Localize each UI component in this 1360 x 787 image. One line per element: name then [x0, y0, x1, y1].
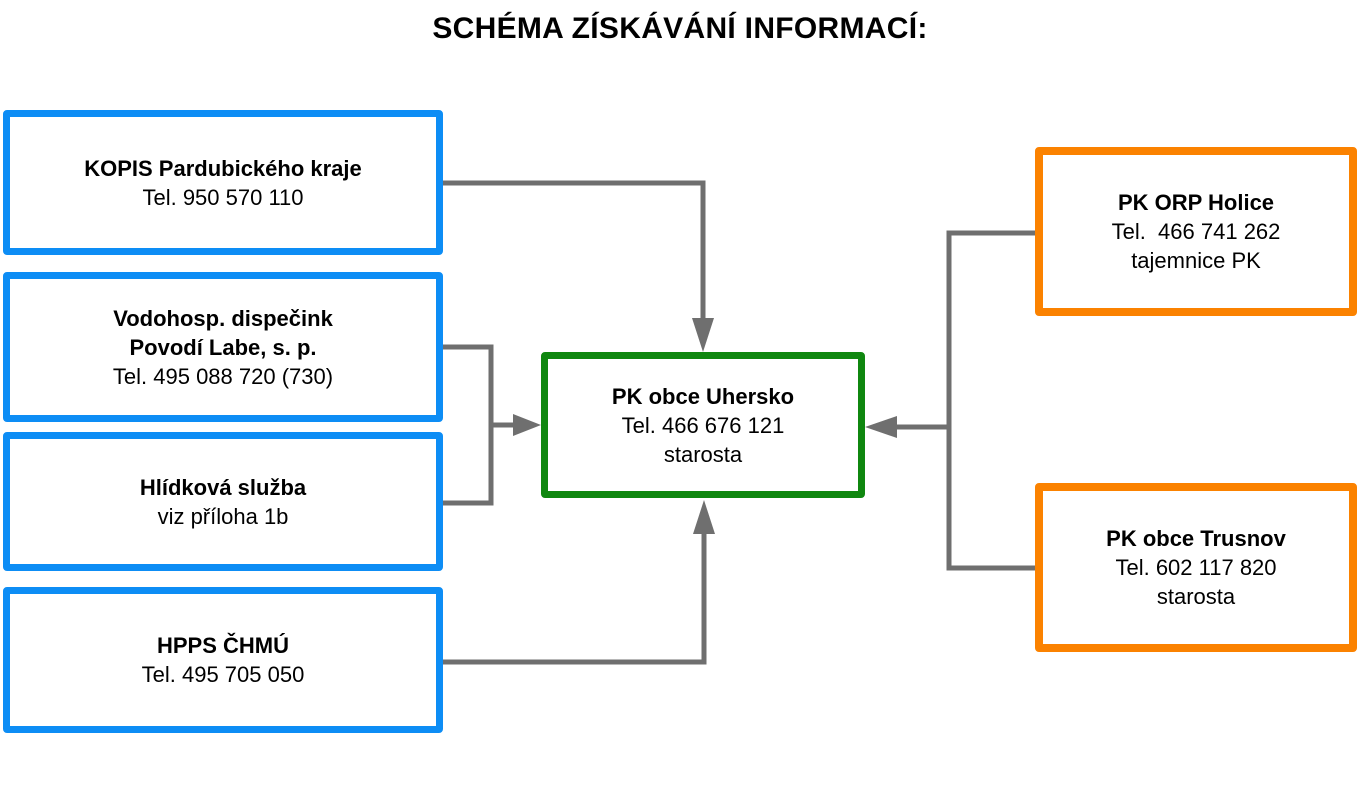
node-trusnov-tel: Tel. 602 117 820 — [1115, 555, 1277, 580]
node-holice-role: tajemnice PK — [1131, 248, 1261, 273]
node-trusnov: PK obce Trusnov Tel. 602 117 820 starost… — [1035, 483, 1357, 652]
arrowhead-up-icon — [693, 500, 715, 534]
node-hlidkova-note: viz příloha 1b — [157, 503, 289, 529]
arrowhead-down-icon — [692, 318, 714, 352]
diagram-title: SCHÉMA ZÍSKÁVÁNÍ INFORMACÍ: — [432, 12, 928, 45]
node-kopis-tel: Tel. 950 570 110 — [142, 184, 304, 210]
connector-holice-trusnov-to-uhersko — [865, 230, 1035, 571]
node-hlidkova-title: Hlídková služba — [139, 474, 307, 500]
node-uhersko: PK obce Uhersko Tel. 466 676 121 starost… — [541, 352, 865, 498]
node-trusnov-title: PK obce Trusnov — [1106, 526, 1286, 551]
node-hpps-tel: Tel. 495 705 050 — [141, 662, 305, 687]
arrowhead-left-icon — [865, 416, 897, 438]
connector-kopis-to-uhersko — [443, 180, 714, 352]
node-hpps: HPPS ČHMÚ Tel. 495 705 050 — [3, 587, 443, 733]
node-vodohosp-title: Vodohosp. dispečink — [113, 305, 333, 331]
node-holice-title: PK ORP Holice — [1117, 190, 1275, 215]
node-holice-tel: Tel. 466 741 262 — [1111, 219, 1281, 244]
node-hlidkova: Hlídková služba viz příloha 1b — [3, 432, 443, 571]
node-vodohosp-title2: Povodí Labe, s. p. — [129, 334, 317, 360]
node-uhersko-title: PK obce Uhersko — [611, 383, 795, 409]
connector-hpps-to-uhersko — [443, 500, 715, 665]
arrowhead-right-icon — [513, 414, 541, 436]
node-vodohosp-tel: Tel. 495 088 720 (730) — [112, 363, 334, 389]
node-holice: PK ORP Holice Tel. 466 741 262 tajemnice… — [1035, 147, 1357, 316]
node-hpps-title: HPPS ČHMÚ — [156, 633, 289, 658]
node-kopis: KOPIS Pardubického kraje Tel. 950 570 11… — [3, 110, 443, 255]
node-kopis-title: KOPIS Pardubického kraje — [84, 155, 362, 181]
node-trusnov-role: starosta — [1156, 584, 1236, 609]
node-uhersko-role: starosta — [663, 441, 743, 467]
node-vodohosp: Vodohosp. dispečink Povodí Labe, s. p. T… — [3, 272, 443, 422]
node-uhersko-tel: Tel. 466 676 121 — [621, 412, 785, 438]
connector-vodohosp-hlidkova-to-uhersko — [443, 344, 541, 506]
